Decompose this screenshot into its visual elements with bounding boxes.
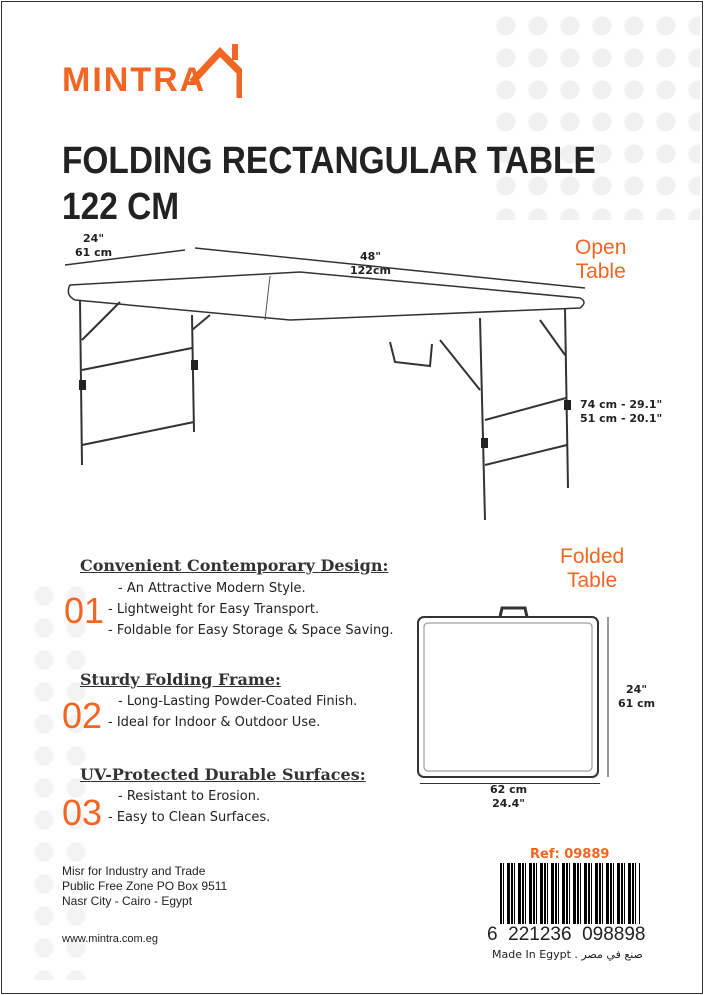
open-width-label: 24"61 cm: [75, 232, 113, 259]
open-height-label: 74 cm - 29.1"51 cm - 20.1": [580, 398, 663, 425]
dot-pattern: [28, 580, 88, 980]
feature-heading: UV-Protected Durable Surfaces:: [80, 765, 366, 784]
folded-height-label: 24"61 cm: [618, 683, 656, 710]
open-table-drawing: [64, 247, 586, 521]
feature-heading: Sturdy Folding Frame:: [80, 670, 281, 689]
feature-number: 03: [62, 792, 103, 833]
brand-name: MINTRA: [62, 61, 207, 99]
dimension-line: [420, 783, 600, 784]
feature-heading: Convenient Contemporary Design:: [80, 556, 389, 575]
title-line-2: 122 CM: [62, 186, 180, 228]
feature-number: 02: [62, 695, 103, 736]
feature-bullets: - Resistant to Erosion.- Easy to Clean S…: [108, 789, 271, 825]
feature-number: 01: [64, 590, 105, 631]
page-title: FOLDING RECTANGULAR TABLE 122 CM: [62, 138, 596, 230]
feature-bullets: - An Attractive Modern Style.- Lightweig…: [108, 581, 394, 638]
reference-number: Ref: 09889: [530, 847, 610, 862]
barcode-digits: 6 221236 098898: [487, 924, 646, 946]
title-line-1: FOLDING RECTANGULAR TABLE: [62, 140, 596, 182]
dot-pattern: [490, 10, 700, 220]
website-link[interactable]: www.mintra.com.eg: [62, 933, 158, 945]
made-in-egypt: Made In Egypt . صنع في مصر: [492, 948, 643, 961]
barcode-image: [500, 863, 640, 926]
open-length-label: 48"122cm: [350, 250, 391, 277]
brand-logo: MINTRA: [62, 40, 242, 102]
house-roof-icon: [189, 44, 242, 98]
feature-bullets: - Long-Lasting Powder-Coated Finish.- Id…: [108, 694, 358, 730]
folded-table-drawing: [417, 606, 609, 778]
